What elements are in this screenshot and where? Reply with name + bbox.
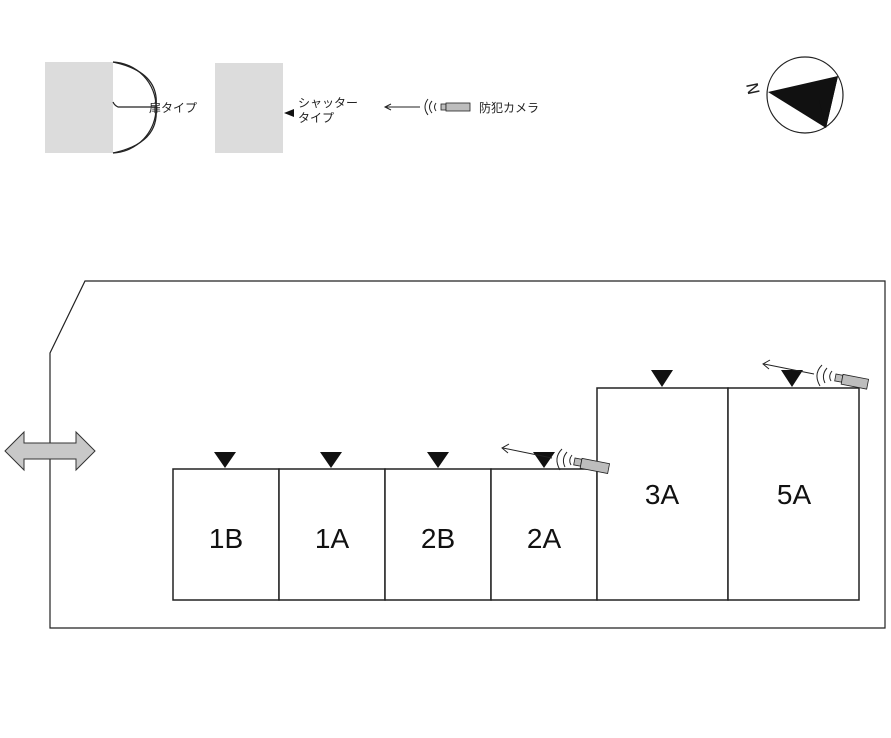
door-swing-icon (112, 61, 157, 154)
camera-lens-icon (440, 103, 447, 111)
legend: 扉タイプ シャッター タイプ 防犯カメラ N (45, 56, 844, 154)
compass-needle-icon (768, 76, 838, 128)
shutter-marker-2A-icon (533, 452, 555, 468)
door-type-label: 扉タイプ (149, 101, 197, 115)
camera-2 (762, 359, 870, 390)
camera-1-direction-line (502, 447, 553, 459)
unit-label-5A: 5A (777, 479, 812, 510)
site-boundary (49, 280, 886, 629)
shutter-type-label-line2: タイプ (298, 111, 334, 125)
shutter-marker-1A-icon (320, 452, 342, 468)
shutter-marker-icon (284, 109, 294, 117)
unit-2A[interactable] (490, 468, 598, 601)
units: 1B 1A 2B 2A 3A 5A (172, 370, 860, 601)
camera-2-direction-line (763, 363, 815, 375)
camera-arrowhead-icon (383, 103, 392, 111)
camera-label: 防犯カメラ (479, 100, 539, 115)
entrance-arrow-icon (4, 430, 96, 472)
legend-door-type: 扉タイプ (45, 61, 197, 154)
camera-2-arrowhead-icon (762, 359, 771, 370)
legend-shutter-type: シャッター タイプ (215, 63, 358, 153)
unit-1B[interactable] (172, 468, 280, 601)
door-type-swatch (45, 62, 113, 153)
unit-label-2A: 2A (527, 523, 562, 554)
door-arc-icon (112, 61, 157, 154)
shutter-marker-1B-icon (214, 452, 236, 468)
camera-body-icon (445, 102, 471, 112)
camera-2-body-icon (840, 373, 870, 390)
compass: N (742, 56, 844, 134)
compass-north-label: N (742, 81, 763, 97)
unit-5A[interactable] (727, 387, 860, 601)
compass-needle-shade (819, 76, 838, 128)
camera-1-signal-icon (556, 448, 573, 471)
camera-1-arrowhead-icon (501, 443, 510, 454)
unit-label-1A: 1A (315, 523, 350, 554)
shutter-marker-5A-icon (781, 370, 803, 387)
shutter-marker-3A-icon (651, 370, 673, 387)
unit-3A[interactable] (596, 387, 729, 601)
unit-1A[interactable] (278, 468, 386, 601)
camera-2-signal-icon (816, 364, 833, 387)
unit-2B[interactable] (384, 468, 492, 601)
legend-camera: 防犯カメラ (383, 98, 539, 116)
shutter-type-label-line1: シャッター (298, 96, 358, 110)
camera-1-body-icon (579, 457, 611, 474)
shutter-type-swatch (215, 63, 283, 153)
camera-signal-icon (424, 98, 437, 116)
shutter-marker-2B-icon (427, 452, 449, 468)
unit-label-1B: 1B (209, 523, 243, 554)
unit-label-3A: 3A (645, 479, 680, 510)
camera-1 (501, 443, 611, 474)
unit-label-2B: 2B (421, 523, 455, 554)
